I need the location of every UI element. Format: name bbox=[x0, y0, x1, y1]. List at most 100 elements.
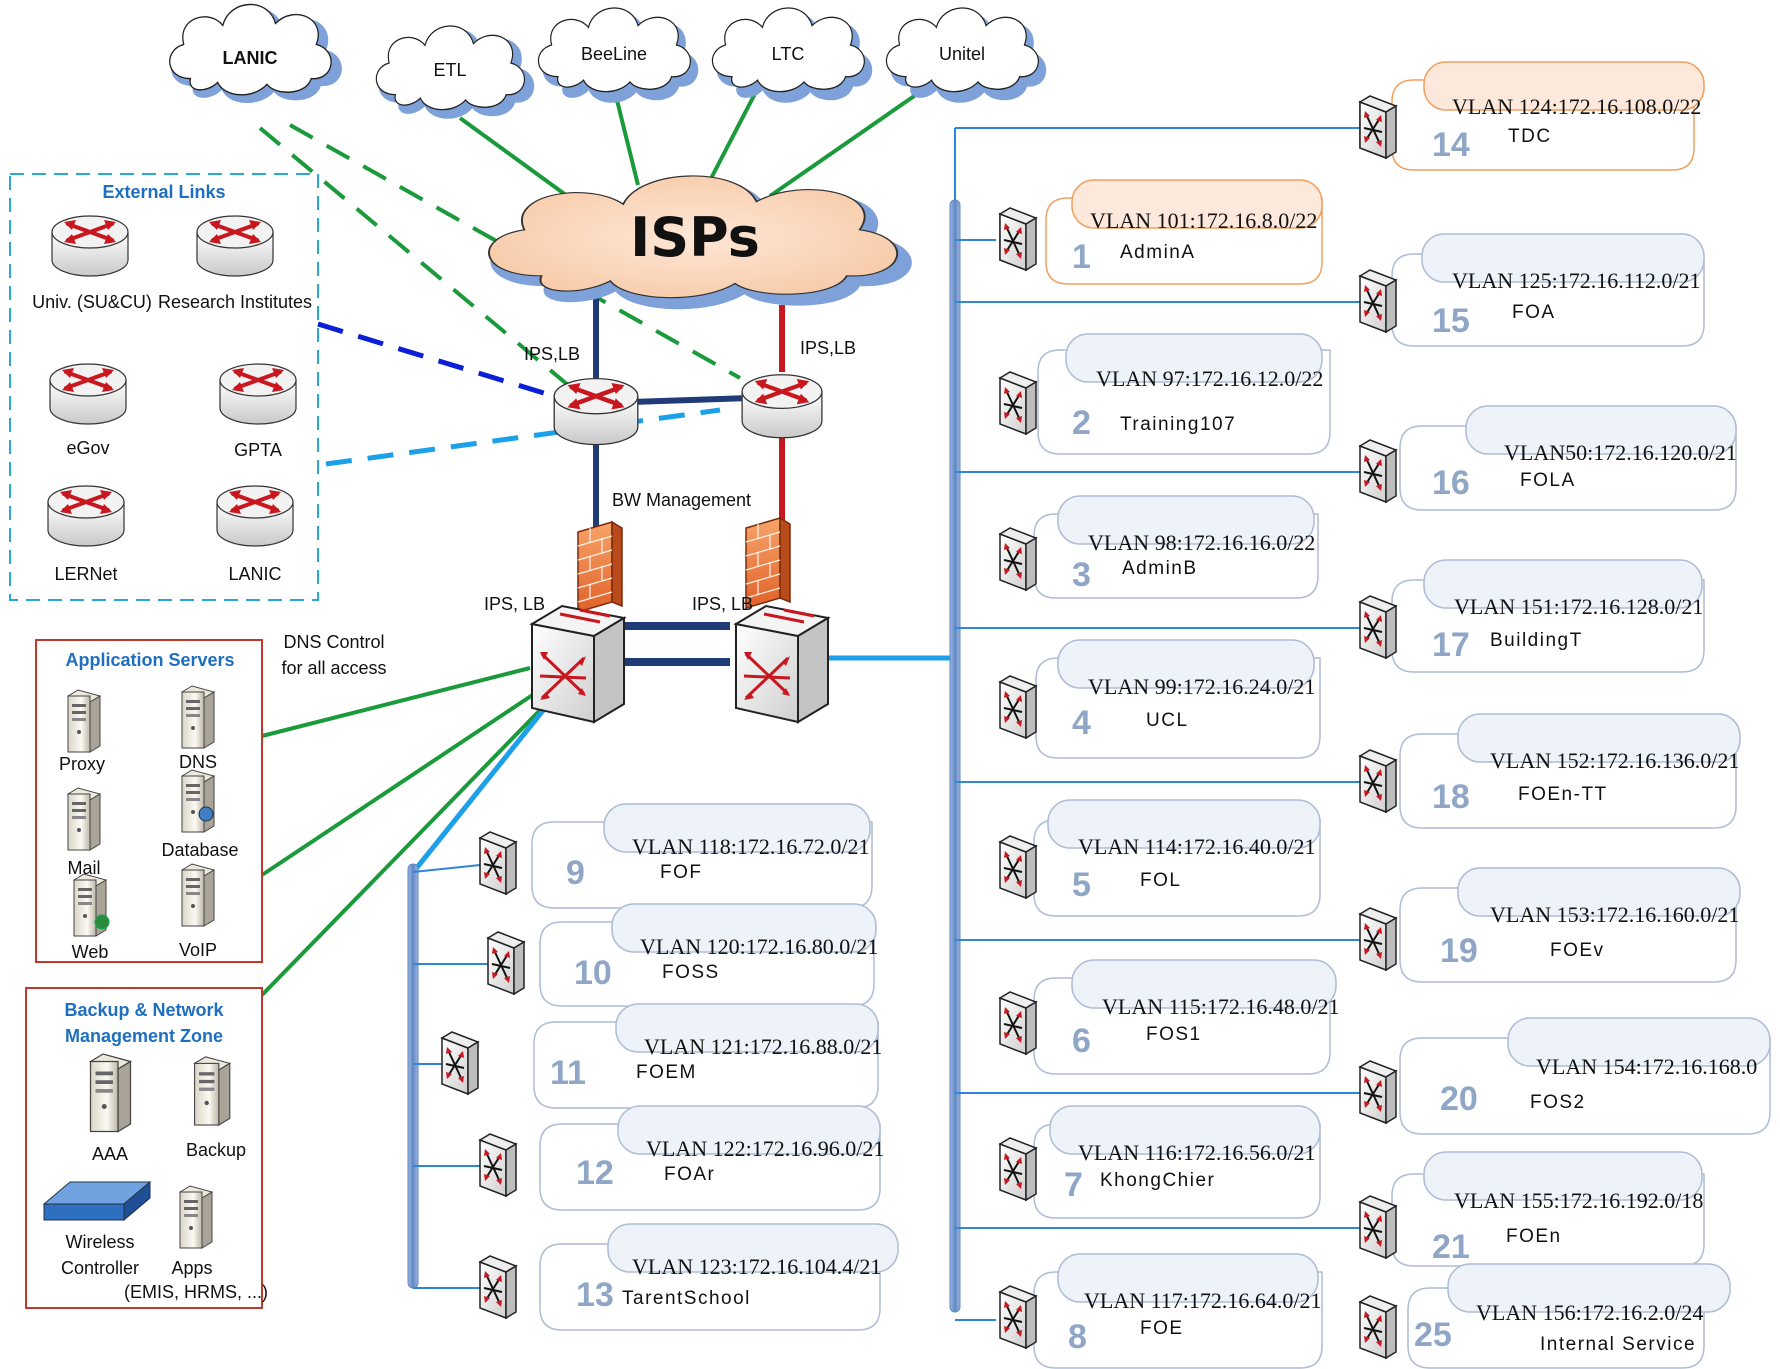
ext-router-lernet: LERNet bbox=[46, 484, 126, 584]
svg-text:Web: Web bbox=[72, 942, 109, 962]
external-links-zone bbox=[9, 173, 319, 601]
vlan-number: 3 bbox=[1072, 556, 1091, 594]
vlan-id-label: VLAN 151:172.16.128.0/21 bbox=[1454, 594, 1703, 619]
vlan-pill bbox=[1421, 233, 1705, 283]
vlan-id-label: VLAN 101:172.16.8.0/22 bbox=[1090, 208, 1317, 233]
vlan-dept-label: TarentSchool bbox=[622, 1288, 751, 1309]
vlan-dept-label: FOF bbox=[660, 862, 703, 883]
svg-text:Controller: Controller bbox=[61, 1258, 139, 1278]
vlan-pill bbox=[611, 903, 877, 953]
ext-router-lanic: LANIC bbox=[215, 484, 295, 584]
vlan-pill bbox=[1423, 61, 1705, 111]
vlan-dept-label: FOSS bbox=[662, 962, 720, 983]
vlan-number: 10 bbox=[574, 954, 612, 992]
svg-text:ISPs: ISPs bbox=[630, 206, 760, 269]
vlan-id-label: VLAN 122:172.16.96.0/21 bbox=[646, 1136, 884, 1161]
vlan-id-label: VLAN 124:172.16.108.0/22 bbox=[1452, 94, 1701, 119]
vlan-pill bbox=[607, 1223, 899, 1273]
access-uplinks bbox=[413, 655, 955, 872]
vlan-pill bbox=[1465, 405, 1737, 455]
vlan-number: 17 bbox=[1432, 626, 1470, 664]
access-switch-icon bbox=[1359, 1295, 1397, 1359]
access-switch-icon bbox=[999, 371, 1037, 435]
vlan-number: 8 bbox=[1068, 1318, 1087, 1356]
firewall-left-icon bbox=[577, 521, 623, 613]
vlan-dept-label: AdminA bbox=[1120, 242, 1196, 263]
svg-text:Wireless: Wireless bbox=[65, 1232, 134, 1252]
svg-text:Unitel: Unitel bbox=[939, 44, 985, 64]
vlan-pill bbox=[617, 1105, 881, 1155]
svg-text:LTC: LTC bbox=[772, 44, 805, 64]
vlan-id-label: VLAN 155:172.16.192.0/18 bbox=[1454, 1188, 1703, 1213]
access-switch-icon bbox=[999, 991, 1037, 1055]
access-switch-icon bbox=[479, 1255, 517, 1319]
backup-zone bbox=[25, 987, 263, 1309]
vlan-id-label: VLAN 123:172.16.104.4/21 bbox=[632, 1254, 881, 1279]
vlan-id-label: VLAN 117:172.16.64.0/21 bbox=[1084, 1288, 1322, 1313]
backup-zone-title-2: Management Zone bbox=[65, 1026, 223, 1046]
vlan-pill bbox=[1057, 1253, 1319, 1303]
svg-text:GPTA: GPTA bbox=[234, 440, 282, 460]
svg-text:LANIC: LANIC bbox=[228, 564, 281, 584]
left-branches bbox=[412, 863, 496, 1289]
vlan-id-label: VLAN 152:172.16.136.0/21 bbox=[1490, 748, 1739, 773]
access-switch-icon bbox=[1359, 595, 1397, 659]
vlan-number: 9 bbox=[566, 854, 585, 892]
access-switch-icon bbox=[1359, 1195, 1397, 1259]
access-switch-icon bbox=[1359, 1060, 1397, 1124]
svg-text:Mail: Mail bbox=[67, 858, 100, 878]
vlan-number: 13 bbox=[576, 1276, 614, 1314]
vlan-dept-label: FOEv bbox=[1550, 940, 1605, 961]
vlan-dept-label: FOE bbox=[1140, 1318, 1184, 1339]
vlan-id-label: VLAN 120:172.16.80.0/21 bbox=[640, 934, 878, 959]
access-switch-icon bbox=[1359, 269, 1397, 333]
cloud-isps: ISPs bbox=[488, 175, 912, 310]
vlan-pill bbox=[615, 1003, 879, 1053]
svg-text:LERNet: LERNet bbox=[54, 564, 117, 584]
vlan-number: 1 bbox=[1072, 238, 1091, 276]
access-switch-icon bbox=[441, 1031, 479, 1095]
aaa-server-icon: AAA bbox=[89, 1053, 132, 1164]
bw-management-label: BW Management bbox=[612, 490, 751, 510]
vlan-pill bbox=[1507, 1017, 1771, 1067]
svg-text:Apps: Apps bbox=[171, 1258, 212, 1278]
vlan-dept-label: FOEn-TT bbox=[1518, 784, 1608, 805]
vlan-dept-label: UCL bbox=[1146, 710, 1189, 731]
access-switch-icon bbox=[1359, 95, 1397, 160]
vlan-pill bbox=[1065, 333, 1323, 383]
svg-text:Univ. (SU&CU): Univ. (SU&CU) bbox=[32, 292, 152, 312]
vlan-id-label: VLAN 97:172.16.12.0/22 bbox=[1096, 366, 1323, 391]
vlan-id-label: VLAN 154:172.16.168.0 bbox=[1536, 1054, 1757, 1079]
voip-server-icon: VoIP bbox=[179, 863, 217, 960]
access-switch-icon bbox=[999, 1285, 1037, 1349]
vlan-id-label: VLAN50:172.16.120.0/21 bbox=[1504, 440, 1737, 465]
switch-right-label: IPS, LB bbox=[692, 594, 753, 614]
external-links-title: External Links bbox=[102, 182, 225, 202]
router-left-label: IPS,LB bbox=[524, 344, 580, 364]
vlan-number: 21 bbox=[1432, 1228, 1470, 1266]
router-right-label: IPS,LB bbox=[800, 338, 856, 358]
vlan-dept-label: KhongChier bbox=[1100, 1170, 1215, 1191]
vlan-dept-label: FOL bbox=[1140, 870, 1181, 891]
vlan-pill bbox=[1447, 1263, 1731, 1313]
right-branches bbox=[954, 127, 1360, 1321]
svg-text:Backup: Backup bbox=[186, 1140, 246, 1160]
vlan-number: 18 bbox=[1432, 778, 1470, 816]
vlan-number: 7 bbox=[1064, 1166, 1083, 1204]
proxy-server-icon: Proxy bbox=[59, 689, 105, 774]
vlan-dept-label: Training107 bbox=[1120, 414, 1236, 435]
web-server-icon: Web bbox=[72, 873, 110, 962]
vlan-pill bbox=[1457, 713, 1741, 763]
svg-text:BeeLine: BeeLine bbox=[581, 44, 647, 64]
vlan-dept-label: FOS1 bbox=[1146, 1024, 1202, 1045]
core-router-right bbox=[742, 375, 822, 438]
